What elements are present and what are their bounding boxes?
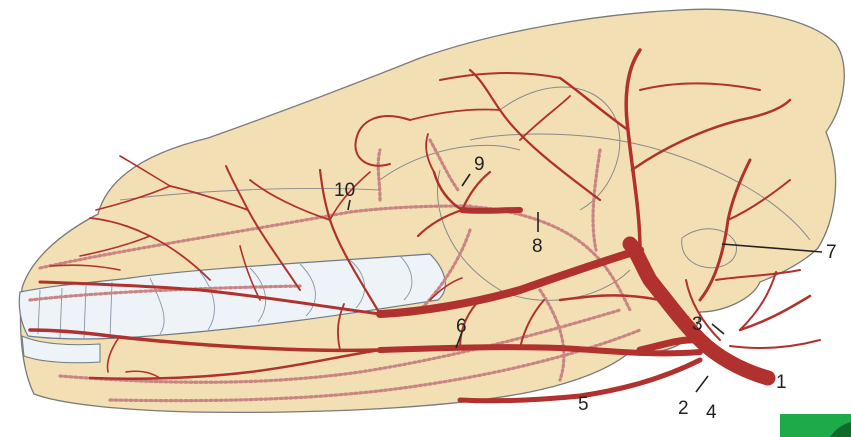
label-5: 5 xyxy=(578,394,589,415)
label-1: 1 xyxy=(776,372,787,393)
label-4: 4 xyxy=(706,402,717,423)
label-2: 2 xyxy=(678,398,689,419)
label-3: 3 xyxy=(692,314,703,335)
label-8: 8 xyxy=(532,236,543,257)
label-6: 6 xyxy=(456,316,467,337)
label-10: 10 xyxy=(334,180,355,201)
label-9: 9 xyxy=(474,154,485,175)
label-7: 7 xyxy=(826,242,837,263)
